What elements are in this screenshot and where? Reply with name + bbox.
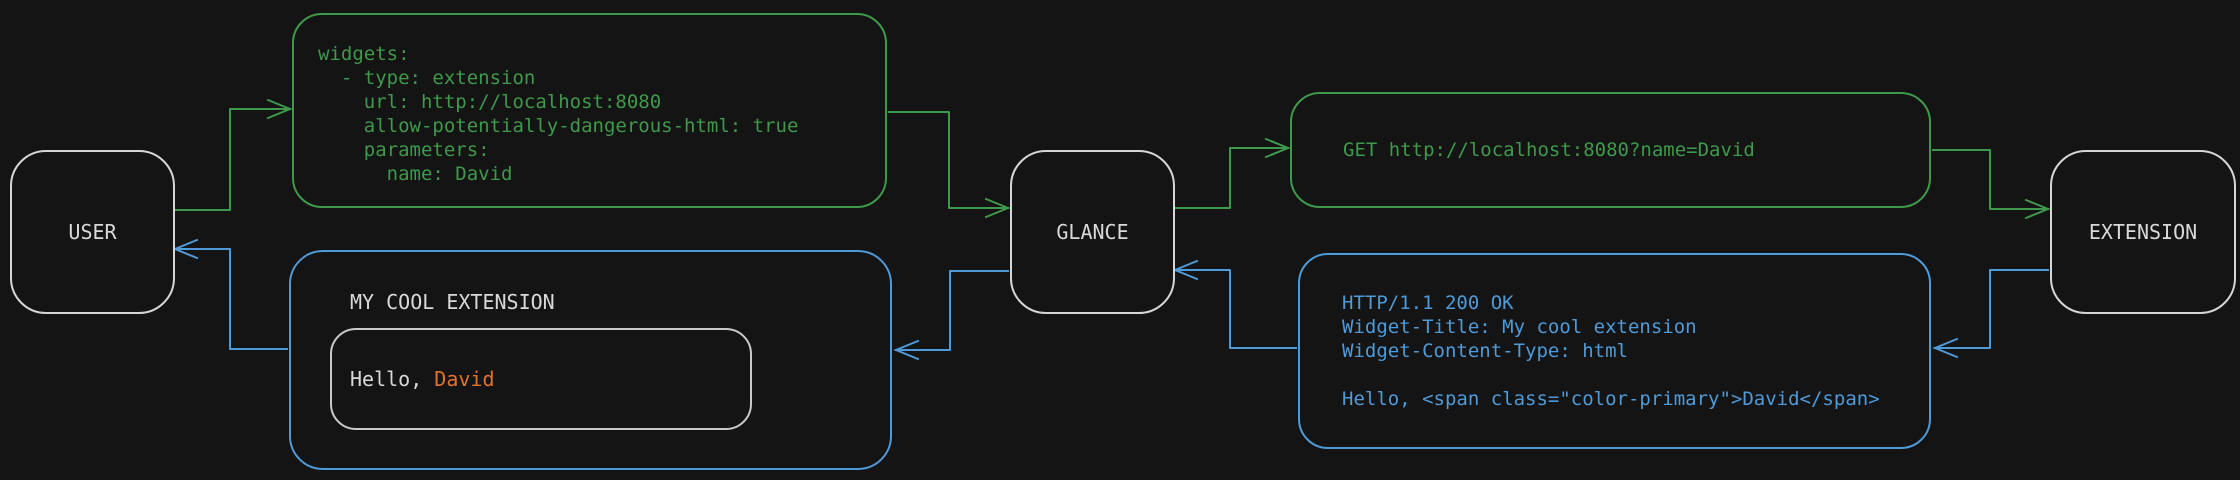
node-user-label: USER <box>68 220 117 244</box>
edge-extension-to-response <box>1932 269 2049 359</box>
edge-glance-to-request <box>1172 137 1291 209</box>
node-glance-label: GLANCE <box>1056 220 1129 244</box>
widget-greeting-box: Hello, David <box>330 328 752 430</box>
node-glance: GLANCE <box>1010 150 1175 314</box>
widget-preview-box: MY COOL EXTENSION Hello, David <box>289 250 892 470</box>
greeting-prefix: Hello, <box>350 367 435 391</box>
widget-title: MY COOL EXTENSION <box>350 290 555 314</box>
greeting-name: David <box>434 367 495 391</box>
edge-config-to-glance <box>888 111 1011 219</box>
edge-response-to-glance <box>1172 259 1297 349</box>
config-yaml-box: widgets: - type: extension url: http://l… <box>292 13 887 208</box>
node-user: USER <box>10 150 175 314</box>
edge-user-to-config <box>170 98 293 211</box>
edge-request-to-extension <box>1932 149 2051 220</box>
http-response-box: HTTP/1.1 200 OK Widget-Title: My cool ex… <box>1298 253 1931 449</box>
node-extension: EXTENSION <box>2050 150 2236 314</box>
node-extension-label: EXTENSION <box>2088 220 2198 244</box>
edge-widget-to-user <box>172 238 288 350</box>
config-yaml-code: widgets: - type: extension url: http://l… <box>318 43 799 185</box>
http-request-line: GET http://localhost:8080?name=David <box>1343 139 1755 161</box>
edge-glance-to-widget <box>893 270 1009 361</box>
http-response-code: HTTP/1.1 200 OK Widget-Title: My cool ex… <box>1342 292 1880 410</box>
http-request-box: GET http://localhost:8080?name=David <box>1290 92 1931 208</box>
